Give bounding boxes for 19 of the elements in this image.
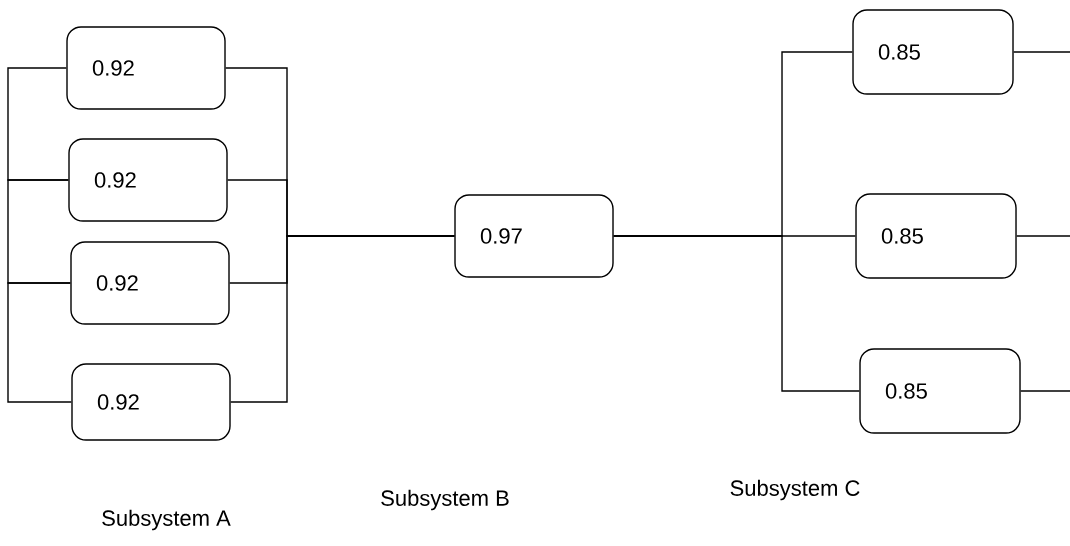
connector-line xyxy=(7,67,69,181)
reliability-box: 0.85 xyxy=(852,9,1014,95)
reliability-box: 0.92 xyxy=(71,363,231,441)
connector-line xyxy=(1020,390,1070,392)
subsystem-label: Subsystem B xyxy=(381,489,509,511)
connector-line xyxy=(1016,235,1070,237)
connector-line xyxy=(230,235,455,403)
reliability-box: 0.92 xyxy=(70,241,230,325)
connector-line xyxy=(613,235,860,392)
reliability-box: 0.92 xyxy=(66,26,226,110)
subsystem-label: Subsystem A xyxy=(102,509,231,531)
connector-line xyxy=(7,282,72,403)
reliability-box: 0.92 xyxy=(68,138,228,222)
reliability-box: 0.97 xyxy=(454,194,614,278)
connector-line xyxy=(7,179,71,284)
reliability-box: 0.85 xyxy=(859,348,1021,434)
connector-line xyxy=(1013,51,1070,53)
reliability-box: 0.85 xyxy=(855,193,1017,279)
subsystem-label: Subsystem C xyxy=(730,479,860,501)
